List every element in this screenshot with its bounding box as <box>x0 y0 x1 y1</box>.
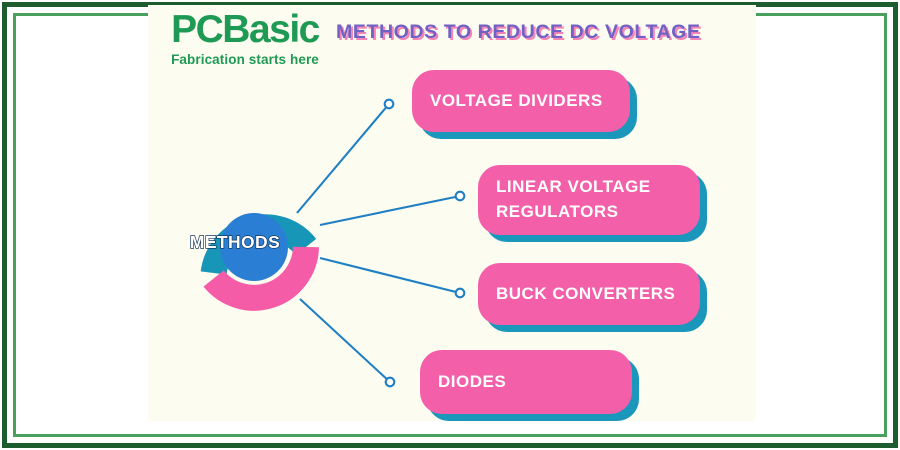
topic-box-label: BUCK CONVERTERS <box>496 283 676 303</box>
connector-line-4 <box>299 298 391 383</box>
logo-tagline: Fabrication starts here <box>171 52 319 67</box>
topic-box-voltage-dividers[interactable]: VOLTAGE DIVIDERS <box>412 70 630 132</box>
page-title: METHODS TO REDUCE DC VOLTAGE <box>336 21 701 43</box>
hub-label: METHODS <box>189 231 281 252</box>
connector-node-2 <box>454 190 466 202</box>
hub-inner-disc <box>220 213 288 281</box>
topic-box-label: VOLTAGE DIVIDERS <box>430 90 603 110</box>
connector-line-2 <box>319 194 461 227</box>
connector-node-4 <box>384 376 396 388</box>
topic-box-label: DIODES <box>438 371 507 391</box>
brand-logo: PCBasic Fabrication starts here <box>155 10 335 67</box>
connector-line-1 <box>296 103 390 214</box>
connector-line-3 <box>319 256 461 295</box>
connector-node-3 <box>454 287 466 299</box>
connector-node-1 <box>383 98 395 110</box>
hub-ring-pink <box>203 246 319 311</box>
topic-box-linear-voltage-regulators[interactable]: LINEAR VOLTAGE REGULATORS <box>478 165 700 235</box>
topic-box-diodes[interactable]: DIODES <box>420 350 632 414</box>
topic-box-buck-converters[interactable]: BUCK CONVERTERS <box>478 263 700 325</box>
topic-box-label: LINEAR VOLTAGE REGULATORS <box>496 177 651 221</box>
logo-wordmark: PCBasic <box>171 8 320 51</box>
hub-donut <box>200 213 319 311</box>
